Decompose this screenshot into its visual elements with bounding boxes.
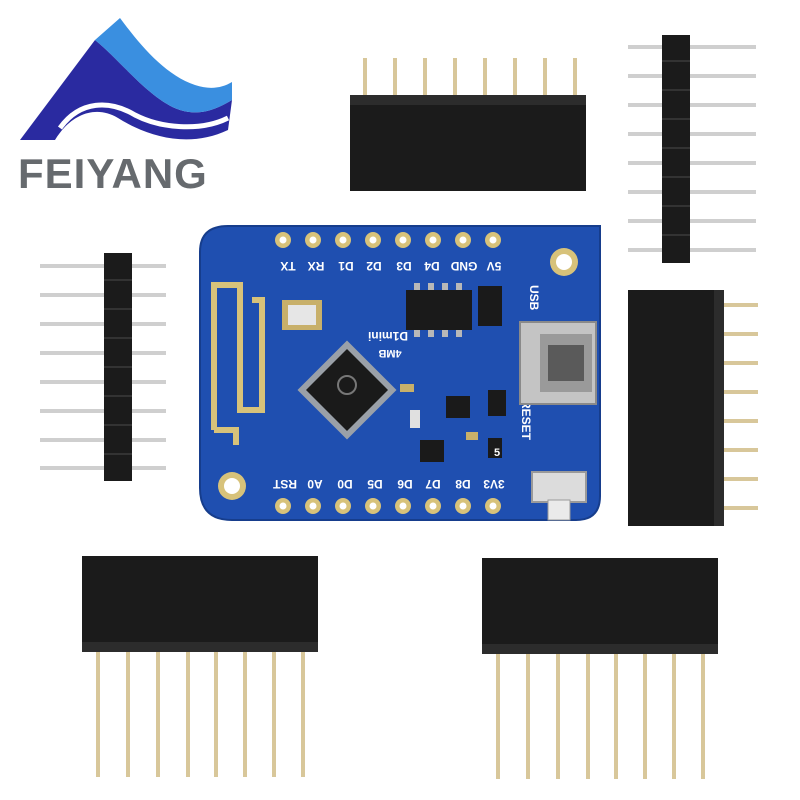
pcb-antenna-trace <box>211 282 265 445</box>
female-header-top <box>350 58 586 191</box>
pin-label-d2: D2 <box>366 259 382 273</box>
smd-components <box>400 384 506 462</box>
model-label: D1mini <box>368 329 408 343</box>
mounting-holes <box>218 248 578 500</box>
pin-label-3v3: 3V3 <box>483 477 505 491</box>
crystal-oscillator <box>282 300 322 330</box>
pin-label-d7: D7 <box>425 477 441 491</box>
pin-label-d1: D1 <box>338 259 354 273</box>
pin-label-a0: A0 <box>307 477 323 491</box>
pin-label-d6: D6 <box>397 477 413 491</box>
female-header-bottom-right <box>482 558 718 779</box>
female-header-right <box>628 290 758 526</box>
micro-usb-port <box>519 321 597 405</box>
logo-white-stripe <box>57 102 230 130</box>
reset-button <box>531 471 587 521</box>
male-header-left <box>40 253 166 481</box>
male-header-top-right <box>628 35 756 263</box>
pin-label-gnd: GND <box>450 259 477 273</box>
logo-light-wave <box>95 18 232 113</box>
pin-label-rx: RX <box>308 259 325 273</box>
female-header-bottom-left <box>82 556 318 777</box>
pin-label-d8: D8 <box>455 477 471 491</box>
usb-label: USB <box>527 285 541 311</box>
pin-label-5v: 5V <box>487 259 502 273</box>
pin-label-tx: TX <box>280 259 295 273</box>
pin-label-d3: D3 <box>396 259 412 273</box>
pin-label-d5: D5 <box>367 477 383 491</box>
pin-label-rst: RST <box>272 477 297 491</box>
pin-label-d0: D0 <box>337 477 353 491</box>
pin-label-d4: D4 <box>424 259 440 273</box>
reset-label: RESET <box>519 400 533 441</box>
marker-5: 5 <box>494 447 500 459</box>
usb-serial-chip <box>406 283 502 337</box>
header-pins <box>363 58 577 95</box>
flash-label: 4MB <box>378 347 401 359</box>
bottom-pin-pads <box>275 498 501 514</box>
feiyang-logo <box>20 18 232 140</box>
d1-mini-board: TX RX D1 D2 D3 D4 GND 5V RST A0 D0 D5 D6… <box>199 225 601 521</box>
top-pin-pads <box>275 232 501 248</box>
brand-name: FEIYANG <box>18 150 208 197</box>
